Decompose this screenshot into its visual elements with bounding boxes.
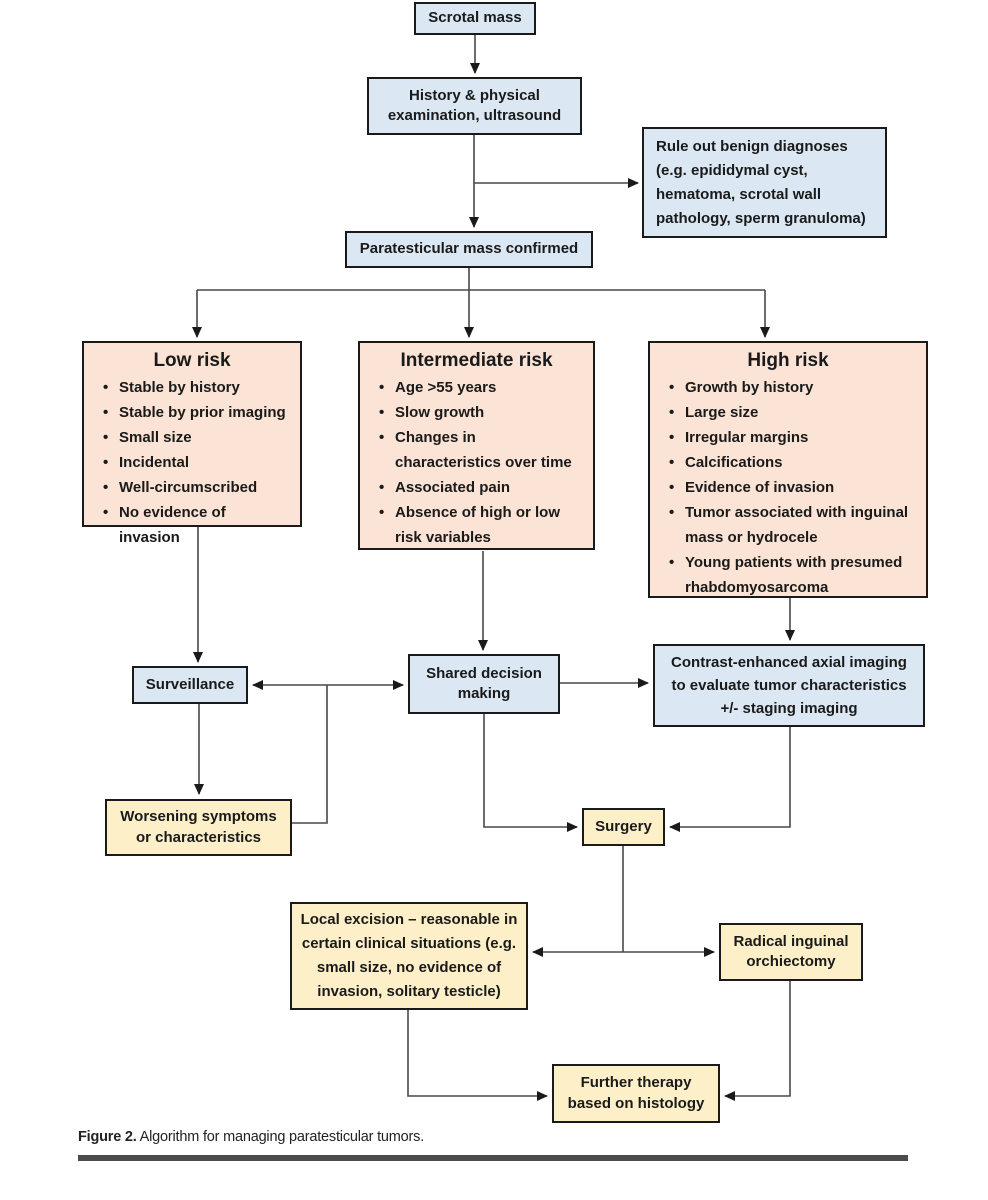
node-surgery: Surgery (582, 808, 665, 846)
risk-item: Absence of high or low risk variables (378, 500, 583, 550)
risk-item: Tumor associated with inguinal mass or h… (668, 500, 916, 550)
arrow-radical-to-further (724, 981, 791, 1101)
node-surveillance: Surveillance (132, 666, 248, 704)
node-further-therapy: Further therapy based on histology (552, 1064, 720, 1123)
risk-item: No evidence of invasion (102, 500, 290, 550)
risk-item: Associated pain (378, 475, 583, 500)
risk-list-low: Stable by history Stable by prior imagin… (94, 375, 290, 550)
risk-item: Small size (102, 425, 290, 450)
risk-item: Young patients with presumed rhabdomyosa… (668, 550, 916, 600)
risk-box-low: Low risk Stable by history Stable by pri… (82, 341, 302, 546)
node-contrast-imaging: Contrast-enhanced axial imaging to evalu… (653, 644, 925, 727)
node-worsening-symptoms: Worsening symptoms or characteristics (105, 799, 292, 856)
risk-item: Irregular margins (668, 425, 916, 450)
arrow-local-to-further (407, 1010, 548, 1101)
risk-item: Large size (668, 400, 916, 425)
risk-list-intermediate: Age >55 years Slow growth Changes in cha… (370, 375, 583, 550)
risk-item: Stable by prior imaging (102, 400, 290, 425)
node-scrotal-mass: Scrotal mass (414, 2, 536, 35)
risk-item: Incidental (102, 450, 290, 475)
arrow-contrast-to-surgery (669, 727, 791, 832)
risk-item: Slow growth (378, 400, 583, 425)
caption-divider (78, 1155, 908, 1161)
node-mass-confirmed: Paratesticular mass confirmed (345, 231, 593, 268)
risk-item: Growth by history (668, 375, 916, 400)
risk-item: Calcifications (668, 450, 916, 475)
risk-item: Age >55 years (378, 375, 583, 400)
risk-item: Well-circumscribed (102, 475, 290, 500)
figure-caption-label: Figure 2. (78, 1129, 137, 1145)
line-worsening-loop (292, 685, 328, 824)
risk-box-high: High risk Growth by history Large size I… (648, 341, 928, 598)
risk-title-low: Low risk (153, 350, 231, 371)
figure-caption-text: Algorithm for managing paratesticular tu… (139, 1129, 425, 1145)
risk-title-intermediate: Intermediate risk (400, 350, 553, 371)
risk-item: Stable by history (102, 375, 290, 400)
split-line (197, 268, 765, 291)
risk-title-high: High risk (747, 350, 829, 371)
figure-caption: Figure 2. Algorithm for managing parates… (78, 1129, 424, 1145)
node-shared-decision: Shared decision making (408, 654, 560, 714)
node-local-excision: Local excision – reasonable in certain c… (290, 902, 528, 1010)
risk-list-high: Growth by history Large size Irregular m… (660, 375, 916, 600)
node-history-physical: History & physical examination, ultrasou… (367, 77, 582, 135)
risk-box-intermediate: Intermediate risk Age >55 years Slow gro… (358, 341, 595, 550)
node-rule-out-benign: Rule out benign diagnoses (e.g. epididym… (642, 127, 887, 238)
node-radical-orchiectomy: Radical inguinal orchiectomy (719, 923, 863, 981)
risk-item: Evidence of invasion (668, 475, 916, 500)
arrow-shared-to-surgery (483, 714, 578, 832)
risk-item: Changes in characteristics over time (378, 425, 583, 475)
